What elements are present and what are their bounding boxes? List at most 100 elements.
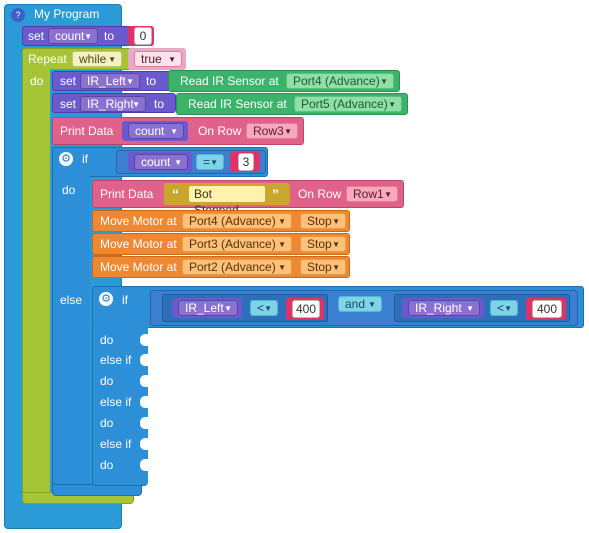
set-count-set-label: set: [28, 29, 45, 43]
repeat-while-spine: [22, 68, 50, 498]
chevron-down-icon: ▼: [504, 304, 512, 313]
if-inner-branch-label: else if: [100, 395, 132, 409]
if-inner-branch-label: do: [100, 416, 114, 430]
if-inner-gear-icon[interactable]: ⚙: [99, 292, 113, 306]
motor-port-dropdown[interactable]: Port2 (Advance)▼: [182, 259, 292, 275]
if-inner-logic-value: and: [345, 297, 366, 311]
motor-action-value: Stop: [307, 237, 332, 251]
if-inner-branch-label: else if: [100, 353, 132, 367]
empty-branch-slot[interactable]: [140, 417, 150, 429]
if-count-spine: [52, 175, 90, 493]
motor-action-dropdown[interactable]: Stop▼: [300, 259, 346, 275]
print-stopped-on-row-label: On Row: [298, 187, 342, 201]
if-inner-left-value[interactable]: 400: [292, 300, 320, 318]
set-ir-right-var-dropdown[interactable]: IR_Right▼: [80, 96, 146, 112]
repeat-condition-dropdown[interactable]: true ▼: [134, 51, 182, 67]
motor-label: Move Motor at: [100, 237, 177, 251]
repeat-label: Repeat: [28, 52, 67, 66]
chevron-down-icon: ▼: [132, 100, 140, 109]
read-ir-right-port-value: Port5 (Advance): [301, 97, 388, 111]
repeat-condition-value: true: [141, 52, 162, 66]
chevron-down-icon: ▼: [108, 55, 116, 64]
program-header: ? My Program: [10, 6, 120, 24]
if-count-op-dropdown[interactable]: =▼: [196, 154, 224, 170]
empty-branch-slot[interactable]: [140, 396, 150, 408]
if-inner-if-label: if: [122, 293, 128, 307]
repeat-mode-value: while: [79, 52, 107, 66]
print-count-on-row-label: On Row: [198, 124, 242, 138]
if-count-var-dropdown[interactable]: count▼: [134, 154, 188, 170]
set-count-var-value: count: [55, 29, 85, 43]
motor-action-dropdown[interactable]: Stop▼: [300, 236, 346, 252]
if-count-if-label: if: [82, 152, 88, 166]
if-count-var-value: count: [141, 155, 171, 169]
empty-branch-slot[interactable]: [140, 375, 150, 387]
chevron-down-icon: ▼: [380, 77, 388, 86]
set-ir-left-set-label: set: [60, 74, 77, 88]
motor-port-value: Port2 (Advance): [189, 260, 276, 274]
chevron-down-icon: ▼: [168, 55, 176, 64]
read-ir-right-port-dropdown[interactable]: Port5 (Advance)▼: [294, 96, 402, 112]
empty-branch-slot[interactable]: [140, 334, 150, 346]
if-count-gear-icon[interactable]: ⚙: [59, 152, 73, 166]
chevron-down-icon: ▼: [174, 158, 182, 167]
read-ir-left-port-dropdown[interactable]: Port4 (Advance)▼: [286, 73, 394, 89]
chevron-down-icon: ▼: [384, 190, 392, 199]
chevron-down-icon: ▼: [332, 240, 340, 249]
print-count-var-dropdown[interactable]: count ▼: [128, 123, 184, 139]
set-ir-left-var-dropdown[interactable]: IR_Left▼: [80, 73, 140, 89]
chevron-down-icon: ▼: [388, 100, 396, 109]
motor-label: Move Motor at: [100, 214, 177, 228]
print-stopped-text[interactable]: Bot Stopped: [188, 185, 266, 217]
set-ir-left-var-value: IR_Left: [87, 74, 126, 88]
read-ir-left-port-value: Port4 (Advance): [293, 74, 380, 88]
motor-port-dropdown[interactable]: Port4 (Advance)▼: [182, 213, 292, 229]
set-count-var-dropdown[interactable]: count▼: [48, 28, 98, 44]
program-gear-icon[interactable]: ?: [11, 8, 25, 22]
print-count-row-dropdown[interactable]: Row3▼: [246, 123, 298, 139]
empty-branch-slot[interactable]: [140, 438, 150, 450]
read-ir-left-label: Read IR Sensor at: [180, 74, 279, 88]
chevron-down-icon: ▼: [126, 77, 134, 86]
empty-branch-slot[interactable]: [140, 459, 150, 471]
if-inner-left-var-dropdown[interactable]: IR_Left▼: [178, 300, 238, 316]
close-quote-icon: ”: [272, 186, 279, 202]
if-inner-right-op-dropdown[interactable]: <▼: [490, 300, 518, 316]
open-quote-icon: “: [172, 186, 179, 202]
if-count-value[interactable]: 3: [238, 153, 254, 171]
if-inner-branch-label: do: [100, 458, 114, 472]
motor-port-value: Port3 (Advance): [189, 237, 276, 251]
print-count-row-value: Row3: [253, 124, 284, 138]
set-ir-right-var-value: IR_Right: [87, 97, 134, 111]
motor-action-value: Stop: [307, 214, 332, 228]
if-inner-right-var-dropdown[interactable]: IR_Right▼: [408, 300, 480, 316]
print-stopped-label: Print Data: [100, 187, 154, 201]
set-ir-right-to-label: to: [154, 97, 165, 111]
print-stopped-row-dropdown[interactable]: Row1▼: [346, 186, 398, 202]
if-count-else-label: else: [60, 293, 83, 307]
chevron-down-icon: ▼: [264, 304, 272, 313]
program-title: My Program: [34, 7, 100, 21]
repeat-do-label: do: [30, 74, 44, 88]
if-count-op-value: =: [203, 155, 211, 169]
if-inner-right-var-value: IR_Right: [415, 301, 462, 315]
if-inner-logic-dropdown[interactable]: and▼: [338, 296, 382, 312]
if-inner-right-value[interactable]: 400: [532, 300, 562, 318]
if-inner-branch-label: else if: [100, 437, 132, 451]
chevron-down-icon: ▼: [278, 217, 286, 226]
read-ir-right-label: Read IR Sensor at: [188, 97, 287, 111]
empty-branch-slot[interactable]: [140, 354, 150, 366]
if-inner-branch-label: do: [100, 333, 114, 347]
repeat-mode-dropdown[interactable]: while▼: [72, 51, 122, 67]
count-initial-value[interactable]: 0: [134, 27, 152, 45]
chevron-down-icon: ▼: [368, 300, 376, 309]
motor-port-dropdown[interactable]: Port3 (Advance)▼: [182, 236, 292, 252]
chevron-down-icon: ▼: [170, 127, 178, 136]
if-inner-left-op-dropdown[interactable]: <▼: [250, 300, 278, 316]
chevron-down-icon: ▼: [224, 304, 232, 313]
print-count-label: Print Data: [60, 124, 114, 138]
motor-action-dropdown[interactable]: Stop▼: [300, 213, 346, 229]
motor-port-value: Port4 (Advance): [189, 214, 276, 228]
print-count-var-value: count: [135, 124, 165, 138]
chevron-down-icon: ▼: [278, 240, 286, 249]
